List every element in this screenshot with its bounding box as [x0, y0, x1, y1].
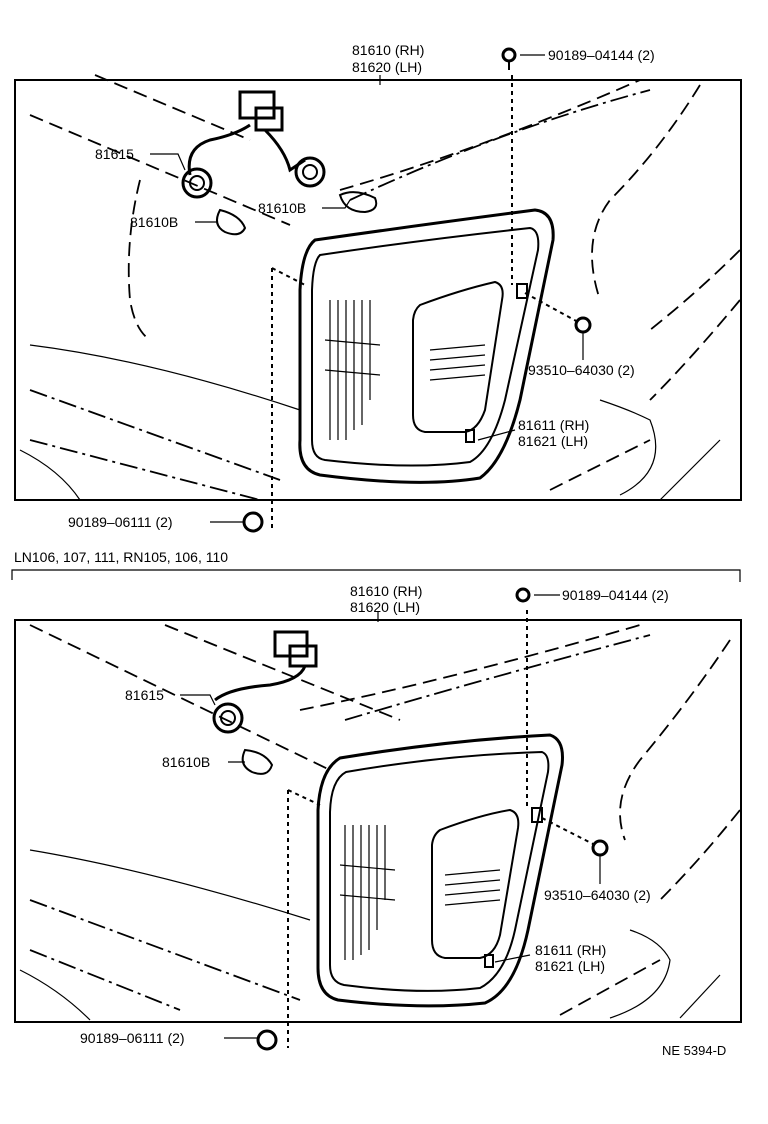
top-bulb-left [215, 208, 247, 236]
bottom-label-lamp-rh: 81610 (RH) [350, 583, 422, 599]
bottom-bulb [241, 748, 274, 775]
top-label-lamp-lh: 81620 (LH) [352, 59, 422, 75]
top-screw-top-icon [501, 47, 517, 63]
bottom-label-lamp-lh: 81620 (LH) [350, 599, 420, 615]
bottom-label-lens-rh: 81611 (RH) [535, 942, 606, 958]
bottom-lamp-clip-tab [531, 807, 543, 823]
top-label-socket: 81615 [95, 146, 134, 162]
top-lamp-clip-tab [516, 283, 528, 299]
bottom-lamp-housing [316, 733, 564, 1008]
top-label-lens-lh: 81621 (LH) [518, 433, 588, 449]
top-bulb-right [338, 191, 378, 214]
top-label-screw-top: 90189–04144 (2) [548, 47, 655, 63]
top-lamp-housing [298, 208, 555, 484]
bottom-label-bulb: 81610B [162, 754, 210, 770]
bottom-socket-wire [212, 630, 318, 734]
top-screw-bottom-icon [242, 511, 264, 533]
top-label-screw-bottom: 90189–06111 (2) [68, 514, 173, 530]
top-label-clip: 93510–64030 (2) [528, 362, 635, 378]
bottom-label-clip: 93510–64030 (2) [544, 887, 651, 903]
figure-code: NE 5394-D [662, 1043, 726, 1058]
bottom-label-screw-top: 90189–04144 (2) [562, 587, 669, 603]
bottom-screw-bottom-icon [256, 1029, 278, 1051]
top-panel-frame [14, 79, 742, 501]
bottom-lamp-outer [316, 733, 564, 1008]
section-bracket [11, 569, 741, 582]
top-bulb-right-icon [338, 191, 378, 214]
top-socket-wire [181, 90, 326, 199]
top-clip-icon [574, 316, 592, 334]
top-socket-left-icon [181, 167, 213, 199]
top-bulb-left-icon [215, 208, 247, 236]
top-socket-right-icon [294, 156, 326, 188]
bottom-bulb-icon [241, 748, 274, 775]
top-panel: 81610 (RH) 81620 (LH) 90189–04144 (2) 81… [14, 42, 742, 533]
top-lens-window [412, 280, 504, 433]
bottom-label-socket: 81615 [125, 687, 164, 703]
top-label-bulb-left: 81610B [130, 214, 178, 230]
section-header: LN106, 107, 111, RN105, 106, 110 [14, 549, 228, 565]
bottom-lamp-ribs [339, 825, 501, 960]
top-label-lens-rh: 81611 (RH) [518, 417, 589, 433]
bottom-panel-frame [14, 619, 742, 1023]
top-label-lamp-rh: 81610 (RH) [352, 42, 424, 58]
bottom-panel: 81610 (RH) 81620 (LH) 90189–04144 (2) 81… [14, 583, 742, 1051]
bottom-clip-icon [591, 839, 609, 857]
bottom-screw-top-icon [515, 587, 531, 603]
bottom-label-screw-bottom: 90189–06111 (2) [80, 1030, 185, 1046]
top-lamp-outer [298, 208, 555, 484]
bottom-label-lens-lh: 81621 (LH) [535, 958, 605, 974]
bottom-socket-icon [212, 702, 244, 734]
top-lamp-ribs [324, 300, 486, 440]
bottom-lens-window [431, 808, 520, 959]
top-label-bulb-right: 81610B [258, 200, 306, 216]
